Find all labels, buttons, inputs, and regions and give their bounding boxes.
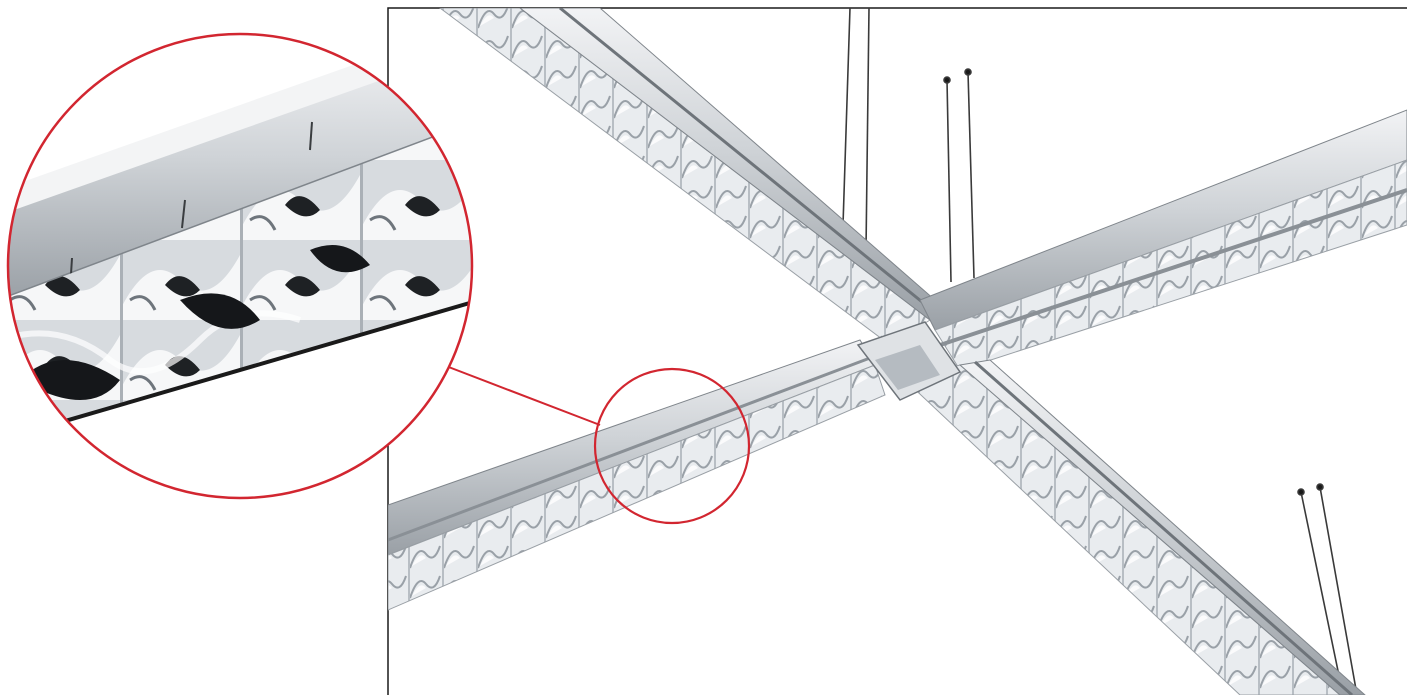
main-view bbox=[388, 8, 1407, 695]
magnifier-callout-icon bbox=[593, 367, 751, 525]
luminaire-arm-left bbox=[388, 339, 886, 611]
callout-leader-line bbox=[445, 365, 601, 426]
suspension-cable-icon bbox=[842, 8, 1358, 695]
central-connector bbox=[856, 321, 962, 401]
zoom-circle-border bbox=[6, 32, 474, 500]
luminaire-arm-lower-right bbox=[904, 359, 1366, 695]
zoom-detail bbox=[6, 32, 474, 500]
luminaire-arm-upper-right bbox=[919, 109, 1407, 371]
